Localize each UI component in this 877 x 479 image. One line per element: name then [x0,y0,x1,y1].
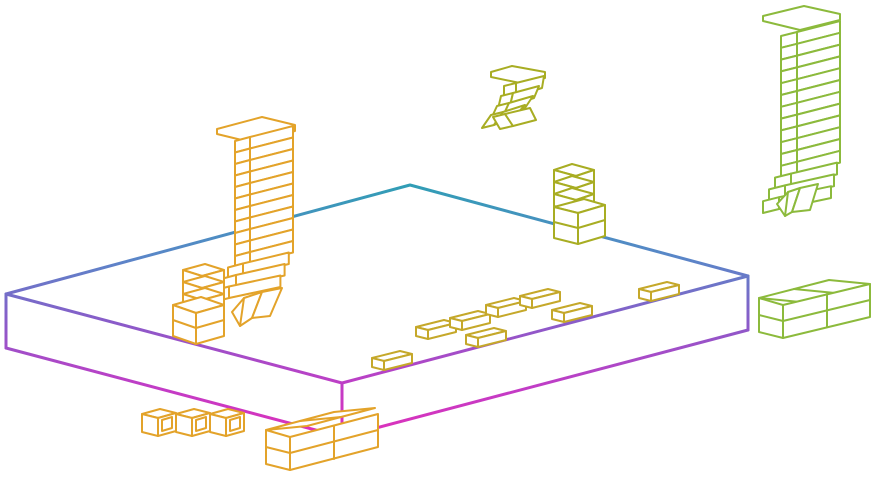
left-stack-divider [172,319,197,329]
center-stack-divider [577,219,606,229]
right-subs-row-line [758,314,784,322]
right-array-tail-edge [784,191,789,217]
center-line-array [481,65,546,130]
center-stacked-speakers [553,163,606,245]
front-fill-front [477,330,507,348]
left-ground-subwoofers [265,407,379,471]
left-stack-divider [195,319,225,329]
center-stack-divider [553,221,579,229]
right-array-tail-front [791,183,819,213]
right-line-array [762,5,841,217]
cube-front [141,413,159,437]
left-array-tail-front [251,287,283,319]
front-fill-boxes [371,281,680,371]
left-array-cabinet-front [228,274,282,299]
front-fill-side [415,326,429,340]
front-small-cubes [141,408,245,437]
right-array-cabinet-front [796,149,841,175]
front-fill-front [563,305,593,323]
left-array-cabinet-front [235,263,286,288]
left-array-cabinet-front [249,240,294,265]
front-fill-side [485,304,499,318]
cube-grille [161,416,173,432]
cube-front [175,413,193,437]
front-fill-side [519,295,533,309]
stage-top-back-edge [4,183,750,296]
front-fill-front [383,353,413,371]
front-fill-side [371,357,385,371]
front-fill-front [461,313,491,331]
left-subs-top-divider [299,416,342,422]
cube-front [209,413,227,437]
center-array-tail-front [504,107,537,127]
front-fill-side [449,317,463,331]
right-ground-subwoofers [758,279,871,339]
left-line-array [213,116,296,327]
stage-platform [4,183,750,439]
right-subs-top-divider [793,288,836,294]
stage-bottom-right-edge [340,328,750,439]
cube-grille [229,416,241,432]
right-array-cabinet-front [790,161,838,187]
right-array-bumper [762,5,841,31]
front-fill-front [531,291,561,309]
front-fill-side [638,288,652,302]
left-stacked-subwoofers [172,263,225,345]
cube-grille [195,416,207,432]
left-subs-row-line [265,446,291,454]
stage-bottom-left-edge [4,346,344,439]
left-array-cabinet-front [242,251,290,276]
front-fill-side [465,334,479,348]
left-array-tail-edge [239,297,245,327]
front-fill-front [650,284,680,302]
front-fill-side [551,309,565,323]
